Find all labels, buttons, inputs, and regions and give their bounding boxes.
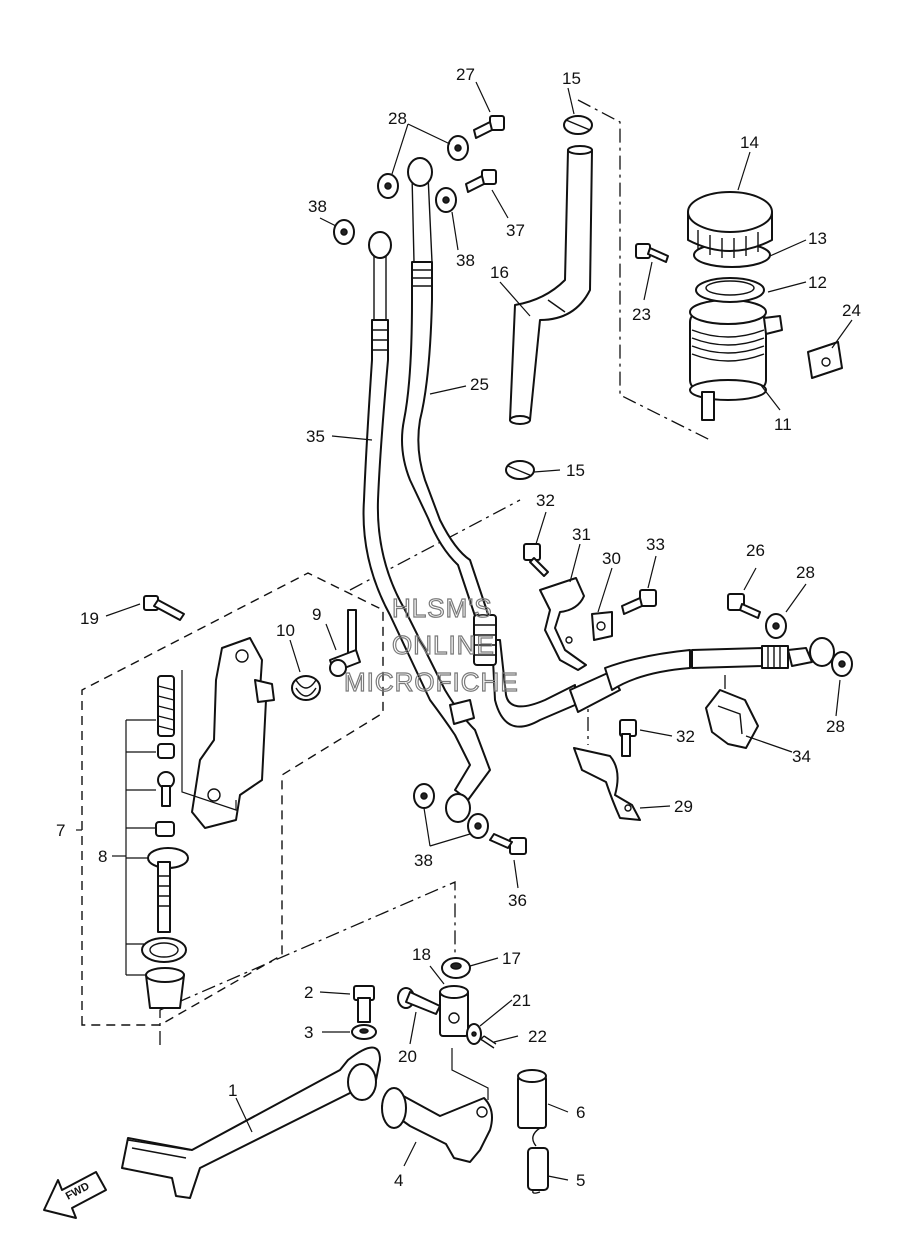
brake-pedal-1: [121, 1046, 381, 1199]
nut-17: [441, 957, 471, 979]
watermark-line-3: MICROFICHE: [344, 667, 519, 697]
callout-13: 13: [808, 229, 827, 248]
callout-38-mid: 38: [456, 251, 475, 270]
callout-7: 7: [56, 821, 65, 840]
callout-12: 12: [808, 273, 827, 292]
callout-16: 16: [490, 263, 509, 282]
bolt-26: [727, 593, 761, 619]
callout-35: 35: [306, 427, 325, 446]
cotter-pin-22: [480, 1035, 497, 1049]
body-bracket: [181, 670, 237, 811]
bolt-32-lower: [619, 719, 637, 757]
callout-22: 22: [528, 1027, 547, 1046]
callout-36: 36: [508, 891, 527, 910]
reservoir-hose-16: [509, 145, 593, 425]
bolt-19: [143, 595, 185, 621]
bracket-31: [539, 577, 587, 671]
linkage-leader: [451, 1048, 489, 1100]
hose-clip-15-top: [563, 115, 593, 135]
bolt-32-upper: [523, 543, 549, 577]
callout-9: 9: [312, 605, 321, 624]
hose-clip-15-bottom: [505, 460, 535, 480]
spring-5: [527, 1127, 549, 1194]
washer-3: [351, 1024, 377, 1040]
rear-brake-hose: [477, 637, 835, 728]
callout-4: 4: [394, 1171, 403, 1190]
callout-28-top: 28: [388, 109, 407, 128]
callout-11: 11: [774, 415, 792, 434]
callout-14: 14: [740, 133, 759, 152]
washer-28-right: [765, 613, 853, 677]
bolt-33: [621, 589, 657, 615]
bracket-29: [573, 747, 641, 821]
callout-18: 18: [412, 945, 431, 964]
collar-6: [517, 1069, 547, 1129]
callout-17: 17: [502, 949, 521, 968]
callout-3: 3: [304, 1023, 313, 1042]
bolt-2: [353, 985, 375, 1023]
callout-34: 34: [792, 747, 811, 766]
callout-26: 26: [746, 541, 765, 560]
callout-19: 19: [80, 609, 99, 628]
callout-32-upper: 32: [536, 491, 555, 510]
piston-kit-parts: [141, 675, 189, 1009]
bracket-30: [591, 611, 613, 641]
watermark-line-2: ONLINE: [392, 630, 495, 660]
callout-5: 5: [576, 1171, 585, 1190]
plate-24: [807, 341, 843, 379]
callout-15-bottom: 15: [566, 461, 585, 480]
brake-hose-35: [362, 231, 491, 823]
washers-38-top: [333, 187, 457, 245]
parts-bracket-7: [125, 719, 156, 976]
union-hose-joint: [473, 614, 497, 666]
callout-8: 8: [98, 847, 107, 866]
reservoir-tank: [689, 299, 783, 421]
shaft-4: [381, 1087, 493, 1163]
callout-29: 29: [674, 797, 693, 816]
callout-37: 37: [506, 221, 525, 240]
bolt-23: [635, 243, 669, 263]
reservoir-cap-14: [687, 191, 773, 258]
callout-numbers: 1 2 3 4 5 6 7 8 9 10 11 12 13 14 15 15 1…: [56, 65, 861, 1190]
callout-28-right: 28: [796, 563, 815, 582]
callout-25: 25: [470, 375, 489, 394]
washer-21: [466, 1023, 482, 1045]
washers-38-lower: [413, 783, 489, 839]
callout-28-lower: 28: [826, 717, 845, 736]
callout-21: 21: [512, 991, 531, 1010]
callout-30: 30: [602, 549, 621, 568]
callout-20: 20: [398, 1047, 417, 1066]
callout-32-lower: 32: [676, 727, 695, 746]
diaphragm-12: [695, 277, 765, 303]
callout-31: 31: [572, 525, 591, 544]
hose-clamp-34: [705, 689, 759, 749]
watermark-line-1: HLSM'S: [392, 593, 493, 623]
reference-lines: [159, 99, 726, 1045]
callout-10: 10: [276, 621, 295, 640]
bolt-27: [473, 115, 505, 139]
brake-hose-25: [401, 157, 491, 626]
bolt-36: [489, 833, 527, 855]
watermark: HLSM'S ONLINE MICROFICHE: [343, 592, 519, 697]
master-cylinder-body: [191, 637, 275, 829]
washers-28-top: [377, 135, 469, 199]
bolt-37: [465, 169, 497, 193]
callout-38-lower: 38: [414, 851, 433, 870]
callout-23: 23: [632, 305, 651, 324]
callout-15-top: 15: [562, 69, 581, 88]
hose-fitting-9: [329, 609, 361, 677]
fwd-direction-arrow: FWD: [43, 1171, 107, 1219]
callout-2: 2: [304, 983, 313, 1002]
spring-10: [291, 675, 321, 701]
callout-1: 1: [228, 1081, 237, 1100]
callout-6: 6: [576, 1103, 585, 1122]
pin-20: [397, 987, 441, 1015]
callout-27: 27: [456, 65, 475, 84]
joint-18: [439, 985, 469, 1037]
callout-33: 33: [646, 535, 665, 554]
callout-38-left: 38: [308, 197, 327, 216]
callout-24: 24: [842, 301, 861, 320]
callout-leaders: [76, 81, 853, 1181]
